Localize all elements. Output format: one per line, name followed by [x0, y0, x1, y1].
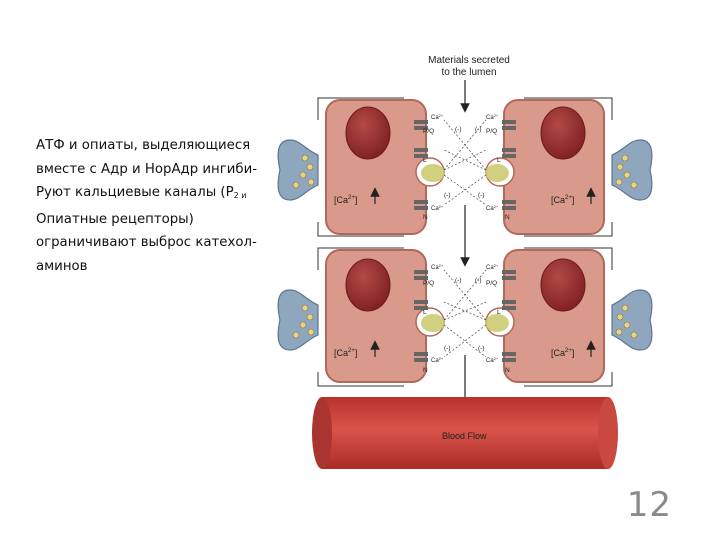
svg-text:(-): (-) [475, 126, 482, 133]
ca-level-top-right: [Ca2+] [551, 195, 574, 205]
svg-text:Ca2+: Ca2+ [486, 263, 499, 271]
slide-text: АТФ и опиаты, выделяющиеся вместе с Адр … [36, 134, 286, 278]
channel-pq-bottom-right: P/Q [486, 280, 497, 287]
text-line-1: АТФ и опиаты, выделяющиеся [36, 138, 251, 153]
channel-n-bottom-right: N [505, 367, 510, 374]
nerve-terminal-top-right [611, 139, 653, 201]
channel-l-top-right: L [497, 157, 501, 164]
text-line-2: вместе с Адр и НорАдр ингиби- [36, 161, 258, 177]
svg-text:Ca2+: Ca2+ [431, 263, 444, 271]
svg-text:Ca2+: Ca2+ [431, 356, 444, 364]
page-number: 12 [626, 485, 672, 525]
channel-pq-bottom-left: P/Q [423, 280, 434, 287]
bottom-row: Ca2+ P/Q L Ca2+ N [Ca2+] Ca2+ P/Q L Ca2+… [277, 247, 653, 387]
svg-text:Ca2+: Ca2+ [486, 113, 499, 121]
loop-arrow-bottom-right [524, 222, 613, 237]
channel-pq-top-left: P/Q [423, 128, 434, 135]
text-line-3-sub: 2 и [233, 191, 247, 200]
svg-text:Ca2+: Ca2+ [486, 356, 499, 364]
nerve-terminal-bottom-right [611, 289, 653, 351]
text-line-6: аминов [36, 258, 88, 274]
loop-arrow-top-right [524, 97, 613, 120]
blood-vessel: Blood Flow [312, 397, 618, 469]
vesicle-cluster-bottom-right [485, 314, 509, 332]
ion-channels-bottom-left [414, 270, 428, 362]
svg-text:(-): (-) [455, 126, 462, 133]
nucleus-bottom-left [345, 258, 391, 312]
svg-text:(-): (-) [444, 345, 451, 352]
channel-l-bottom-right: L [497, 309, 501, 316]
channel-n-bottom-left: N [423, 367, 428, 374]
text-line-3-main: Руют кальциевые каналы (P [36, 185, 234, 200]
ca-level-bottom-left: [Ca2+] [334, 348, 357, 358]
loop-arrow-top-left [317, 97, 404, 120]
svg-text:Ca2+: Ca2+ [486, 204, 499, 212]
blood-flow-label: Blood Flow [442, 431, 487, 441]
nucleus-top-right [540, 106, 586, 160]
ca-level-bottom-right: [Ca2+] [551, 348, 574, 358]
feedback-lines-top [443, 119, 487, 206]
vesicle-cluster-top-right [485, 164, 509, 182]
diagram-title-line-1: Materials secreted [428, 55, 510, 66]
ion-channels-top-left [414, 120, 428, 210]
feedback-lines-bottom [443, 269, 487, 358]
svg-text:Ca2+: Ca2+ [431, 204, 444, 212]
ca-level-top-left: [Ca2+] [334, 195, 357, 205]
ion-channels-bottom-right [502, 270, 516, 362]
nucleus-bottom-right [540, 258, 586, 312]
ion-channels-top-right [502, 120, 516, 210]
channel-pq-top-right: P/Q [486, 128, 497, 135]
svg-text:(-): (-) [478, 345, 485, 352]
text-line-5: ограничивают выброс катехол- [36, 235, 257, 250]
svg-text:Ca2+: Ca2+ [431, 113, 444, 121]
svg-text:(-): (-) [455, 277, 462, 284]
channel-n-top-right: N [505, 214, 510, 221]
channel-n-top-left: N [423, 214, 428, 221]
text-line-4: Опиатные рецепторы) [36, 211, 194, 227]
svg-text:(-): (-) [478, 192, 485, 199]
nucleus-top-left [345, 106, 391, 160]
diagram-title-line-2: to the lumen [441, 67, 496, 78]
nerve-terminal-bottom-left [277, 289, 319, 351]
channel-l-bottom-left: L [423, 309, 427, 316]
svg-text:(-): (-) [444, 192, 451, 199]
text-line-3: Руют кальциевые каналы (P2 и [36, 181, 286, 208]
svg-text:(-): (-) [475, 277, 482, 284]
top-row: Ca2+ P/Q L Ca2+ N [Ca2+] Ca2+ P/Q L Ca2+… [277, 97, 653, 237]
channel-l-top-left: L [423, 157, 427, 164]
nerve-terminal-top-left [277, 139, 319, 201]
vesicle-cluster-top-left [421, 164, 445, 182]
vesicle-cluster-bottom-left [421, 314, 445, 332]
loop-arrow-bottom-left [317, 222, 404, 237]
